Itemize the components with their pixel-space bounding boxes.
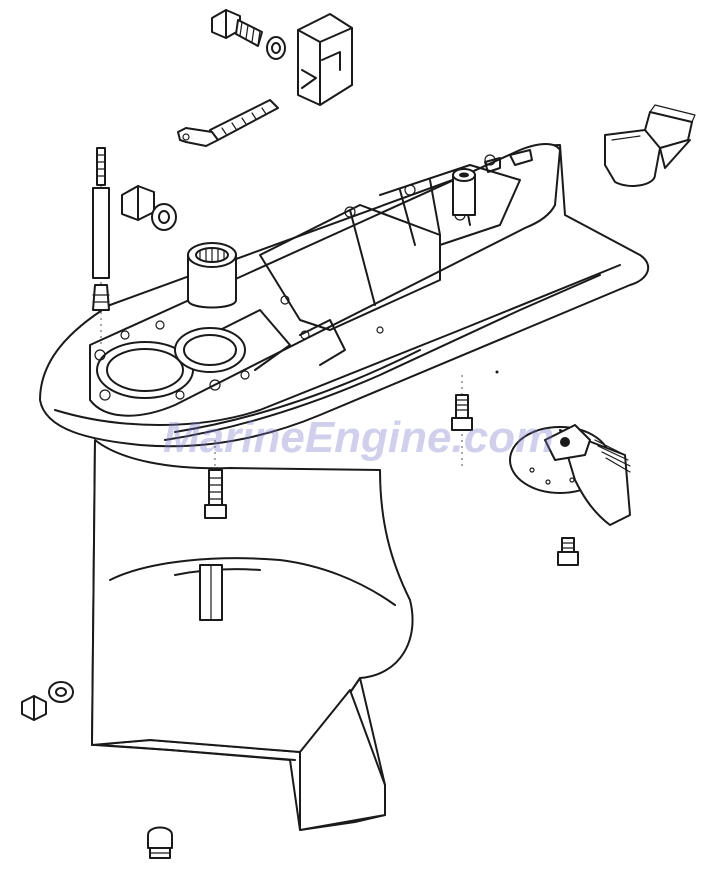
- anode-bolt: [204, 440, 227, 519]
- drain-plug: [21, 681, 74, 721]
- plug-fitting: [121, 185, 177, 231]
- bottom-plug: [147, 826, 173, 859]
- water-inlet-cover: [604, 104, 696, 187]
- housing-leg-main: [91, 439, 414, 753]
- small-bolt-right: [557, 537, 579, 566]
- shift-rod-cover: [297, 13, 353, 106]
- washer-top: [266, 36, 286, 60]
- trim-tab-bolt: [451, 375, 473, 470]
- hose-clip: [177, 99, 279, 147]
- housing-skeg: [299, 689, 386, 831]
- bolt-top: [211, 9, 263, 47]
- trim-tab-anode: [509, 424, 631, 526]
- gear-housing: [39, 143, 650, 831]
- driveshaft-boss: [187, 254, 237, 309]
- shift-rod-stud: [92, 147, 110, 345]
